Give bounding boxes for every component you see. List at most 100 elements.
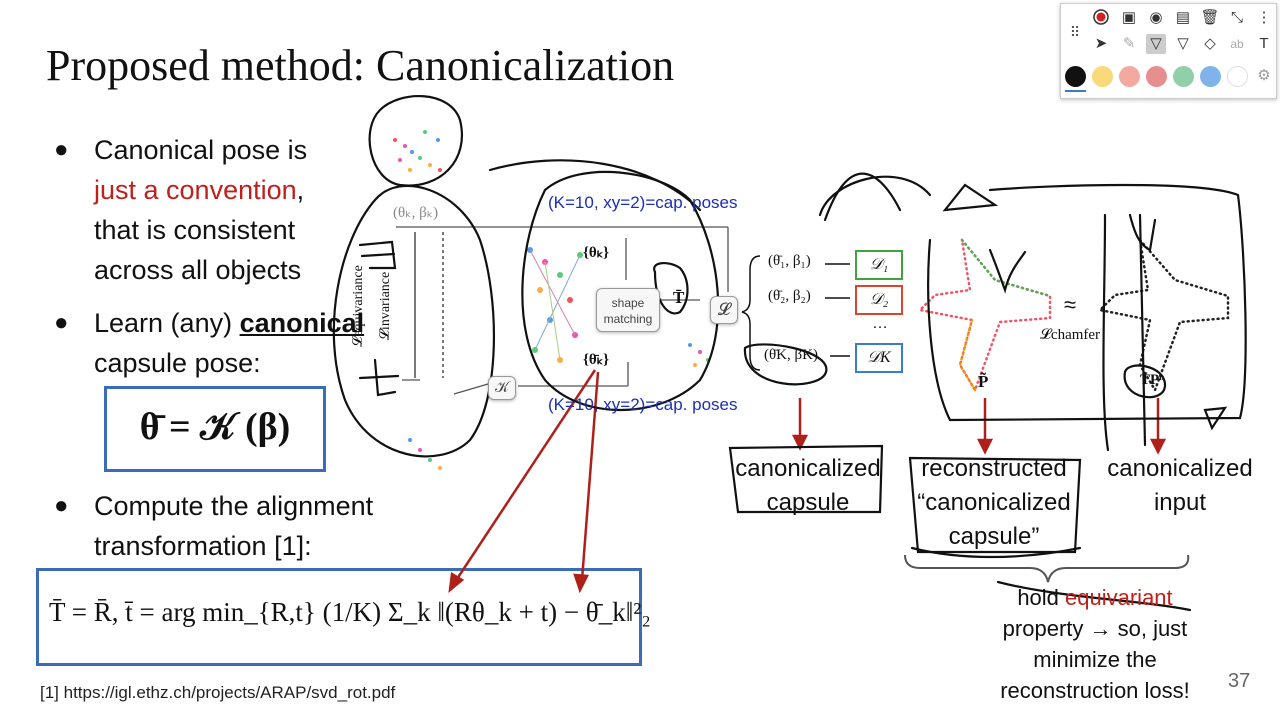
bullet-1-line1: Canonical pose is [94,135,308,165]
decoder-1: 𝒟₁ [855,250,903,280]
T-P-label: T̄Pⁿ [1140,372,1165,388]
bullet-dot: ● [54,309,69,336]
note-line4: reconstruction loss! [1000,678,1190,703]
bullet-1-line3: that is consistent [94,215,296,245]
bullet-dot: ● [54,492,69,519]
color-swatch-black[interactable] [1065,66,1086,87]
bullet-2: ● Learn (any) canonical capsule pose: [54,303,364,383]
bullet-3-line2: transformation [1]: [94,531,312,561]
brace-left [741,255,761,371]
note-hold: hold [1017,585,1066,610]
color-swatch-red[interactable] [1146,66,1167,87]
bullet-1: ● Canonical pose is just a convention, t… [54,130,308,290]
reconstructed-line2: “canonicalized [917,489,1071,516]
row-K-pair: (θ̄K, βK) [764,347,818,363]
eye-icon[interactable]: ◉ [1149,9,1163,26]
canonicalized-capsule-line2: capsule [766,489,850,516]
selected-color-indicator [1065,90,1086,92]
note-line3: minimize the [1033,647,1157,672]
P-tilde-label: P̃ [978,372,989,391]
row-arrows [825,263,850,357]
note-line1: hold equivariant [960,582,1230,613]
bullet-2-bold: canonical [239,308,365,338]
row-1-pair: (θ̄₁, β₁) [768,253,811,269]
color-swatch-blue[interactable] [1200,66,1221,87]
cursor-icon[interactable]: ➤ [1094,35,1108,52]
annotation-bottom: (K=10, xy=2)=cap. poses [548,395,738,414]
point-cloud-top [393,130,442,172]
color-swatch-yellow[interactable] [1092,66,1113,87]
bullet-dot: ● [54,136,69,163]
canonicalized-input-label: canonicalized input [1098,452,1262,520]
decoder-K: 𝒟K [855,343,903,373]
alignment-formula-box: T̄ = R̄, t̄ = arg min_{R,t} (1/K) Σ_k ‖(… [36,568,651,666]
bullet-1-red: just a convention [94,175,297,205]
text-icon[interactable]: T [1259,35,1269,52]
theta-beta-top: (θₖ, βₖ) [393,205,439,221]
bullet-1-line2: just a convention, [94,170,307,210]
K-block: 𝒦 [488,376,516,400]
color-swatch-white[interactable] [1227,66,1248,87]
alignment-formula: T̄ = R̄, t̄ = arg min_{R,t} (1/K) Σ_k ‖(… [49,597,651,627]
theta-formula: θ̄ = 𝒦 (β) [139,406,291,448]
annotation-top: (K=10, xy=2)=cap. poses [548,193,738,212]
L-equivariance-label: 𝓛equivariance [350,265,366,347]
L-chamfer-label: 𝓛chamfer [1040,327,1101,343]
highlighter-icon[interactable]: ▽ [1146,34,1166,54]
airplane-input [1097,235,1230,393]
color-swatch-pink[interactable] [1119,66,1140,87]
handwritten-strokes [332,94,1247,612]
gear-icon[interactable]: ⚙ [1257,67,1271,84]
bullet-2-line2: capsule pose: [94,348,261,378]
shape-matching-block: shape matching [596,288,660,332]
equivariant-note: hold equivariant property → so, just min… [960,582,1230,706]
L-block: 𝓛 [710,296,738,324]
T-bar-label: T̄ [673,288,685,307]
trash-icon[interactable]: 🗑 [1200,9,1220,26]
decoder-2: 𝒟₂ [855,285,903,315]
row-dots: … [872,315,888,332]
annotation-toolbar: ⠿ ▣ ◉ ▤ 🗑 ⤡ ⋮ ➤ ✎ ▽ ▽ ◇ ab T ⚙ [1060,3,1277,99]
slide-title: Proposed method: Canonicalization [46,41,675,90]
record-icon[interactable] [1091,8,1111,28]
eraser-icon[interactable]: ◇ [1204,35,1216,52]
color-swatch-green[interactable] [1173,66,1194,87]
diagram-left-frame [396,226,729,395]
bullet-2-line1: Learn (any) canonical [94,303,364,343]
L-invariance-label: 𝓛invariance [378,271,394,341]
text-style-icon[interactable]: ab [1230,37,1244,51]
theta-bar-k-label: {θ̄ₖ} [583,352,610,368]
canonicalized-input-line1: canonicalized [1107,455,1253,482]
footnote: [1] https://igl.ethz.ch/projects/ARAP/sv… [40,683,396,702]
point-cloud-middle [527,247,583,363]
airplane-reconstructed [917,235,1052,393]
canonicalized-input-line2: input [1153,489,1207,516]
row-2-pair: (θ̄₂, β₂) [768,288,811,304]
pen-icon[interactable]: ✎ [1122,35,1136,52]
canonicalized-capsule-label: canonicalized capsule [728,452,888,520]
reconstructed-line3: capsule” [948,523,1040,550]
theta-k-label: {θₖ} [583,245,610,261]
brace-bottom [904,554,1190,583]
reconstructed-line1: reconstructed [921,455,1067,482]
canonicalized-capsule-line1: canonicalized [735,455,881,482]
theta-formula-box: θ̄ = 𝒦 (β) [104,386,326,472]
note-equivariant: equivariant [1065,585,1173,610]
bullet-2-pre: Learn (any) [94,308,240,338]
equivariance-arrows [414,232,444,378]
bullet-1-line4: across all objects [94,255,302,285]
drag-handle-icon[interactable]: ⠿ [1069,24,1081,40]
bullet-3: ● Compute the alignment transformation [… [54,486,374,566]
note-line2: property → so, just [1002,616,1188,641]
collapse-icon[interactable]: ⤡ [1230,9,1243,26]
reconstructed-label: reconstructed “canonicalized capsule” [906,452,1082,554]
marker-icon[interactable]: ▽ [1177,35,1189,52]
screen-icon[interactable]: ▣ [1121,9,1137,26]
approx-sign: ≈ [1064,292,1077,317]
save-icon[interactable]: ▤ [1175,9,1191,26]
more-icon[interactable]: ⋮ [1256,9,1272,26]
bullet-3-line1: Compute the alignment [94,491,374,521]
bullet-1-comma: , [296,175,305,205]
page-number: 37 [1228,670,1251,692]
